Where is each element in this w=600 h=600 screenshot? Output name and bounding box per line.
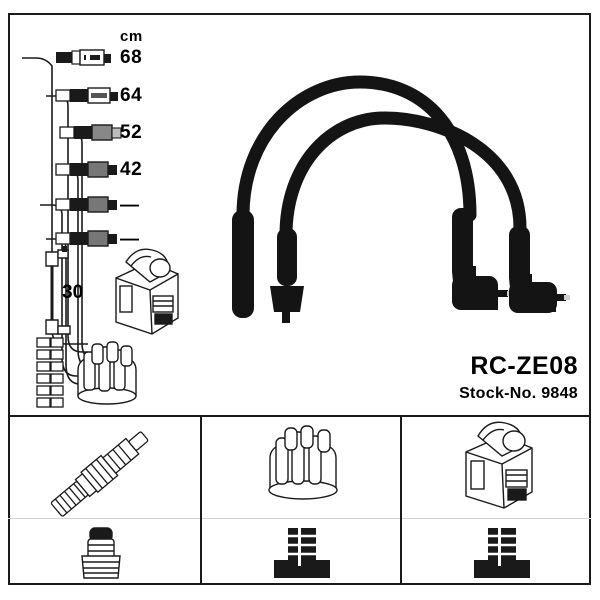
measurement-row-5: — xyxy=(120,195,140,216)
straight-boot-icon xyxy=(81,527,121,579)
legend-divider-1 xyxy=(200,415,202,585)
ignition-cable-illustration xyxy=(232,75,570,323)
measurement-row-3: 52 xyxy=(120,122,143,143)
coil-illustration-small xyxy=(115,248,179,335)
ignition-coil-icon xyxy=(465,421,533,509)
legend-middle-divider xyxy=(8,518,591,519)
unit-header: cm xyxy=(120,28,143,45)
measurement-coil-lead: 30 xyxy=(62,282,84,303)
angled-terminal-boot-icon xyxy=(274,528,330,578)
distributor-cap-icon xyxy=(268,425,338,500)
measurement-row-1: 68 xyxy=(120,47,143,68)
product-code: RC-ZE08 xyxy=(470,352,578,380)
legend-divider-2 xyxy=(400,415,402,585)
angled-terminal-boot-icon-2 xyxy=(474,528,530,578)
measurement-row-2: 64 xyxy=(120,85,143,106)
coil-lead-30cm xyxy=(45,246,71,335)
legend-top-divider xyxy=(8,415,591,417)
spark-plug-icon xyxy=(50,431,149,517)
measurement-row-4: 42 xyxy=(120,159,143,180)
measurement-row-6: — xyxy=(120,229,140,250)
stock-number: Stock-No. 9848 xyxy=(459,385,578,402)
distributor-cap-illustration-small xyxy=(77,341,137,405)
